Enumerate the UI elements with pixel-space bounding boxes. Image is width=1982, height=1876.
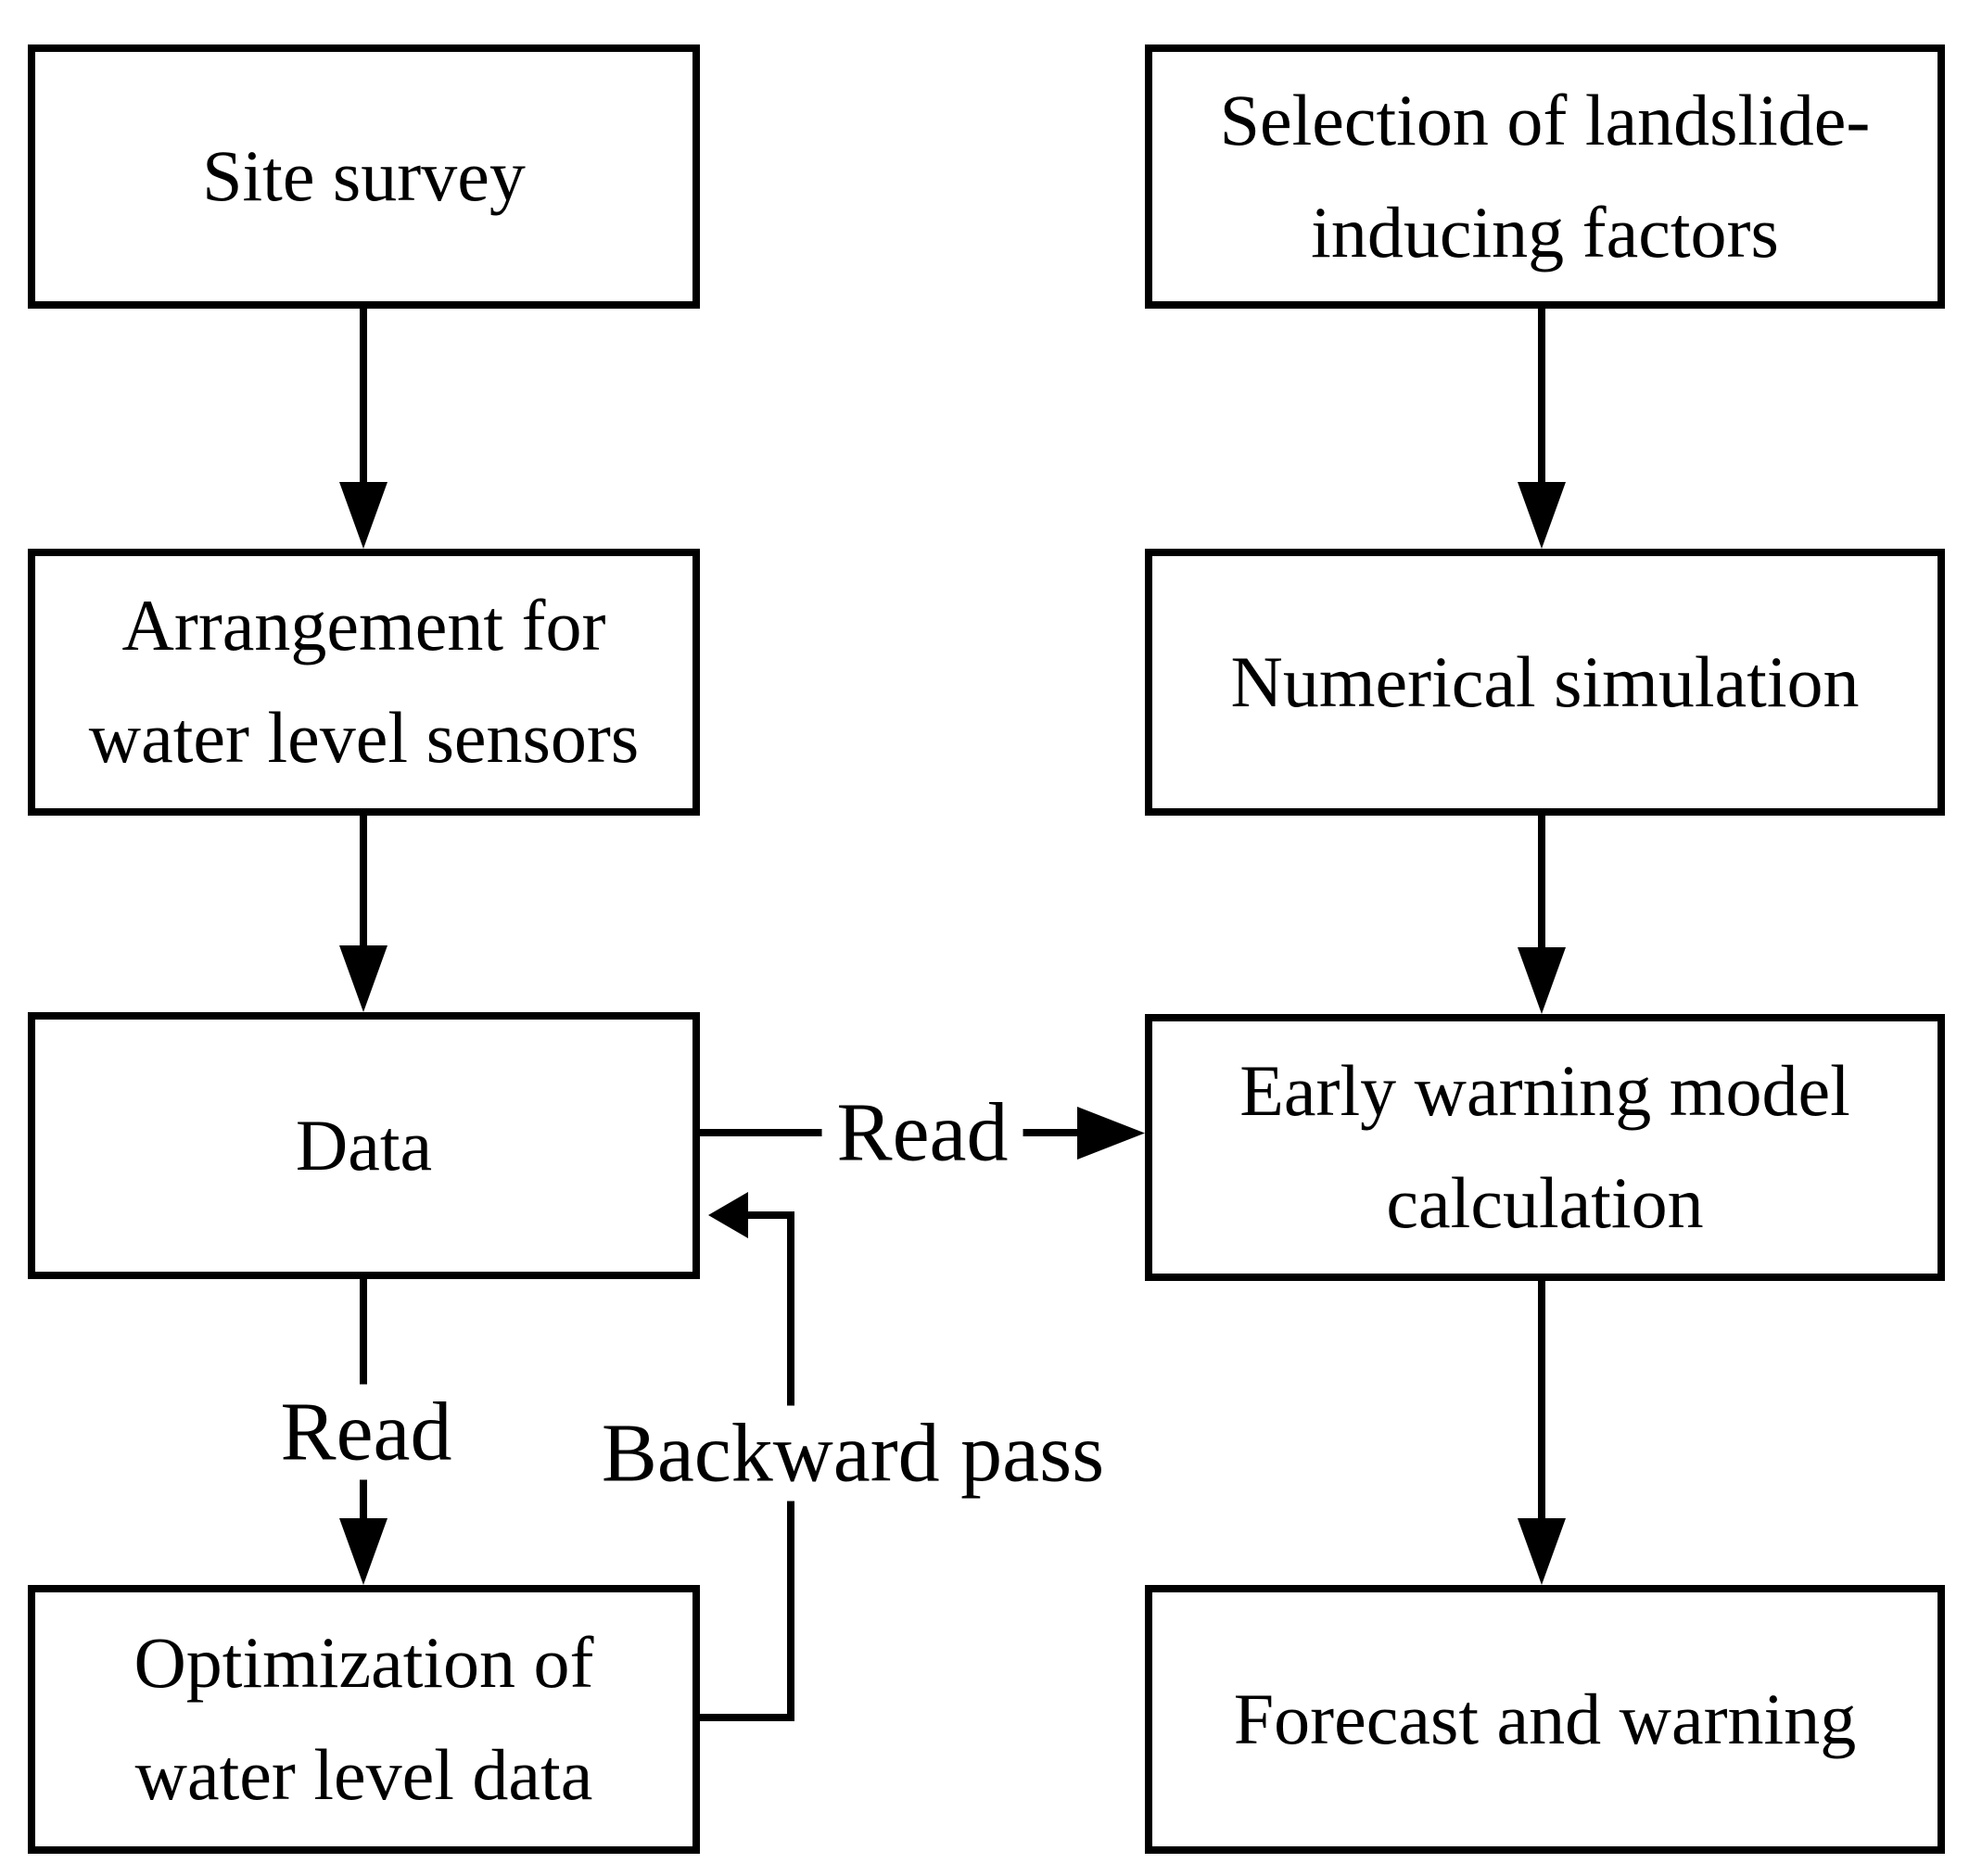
arrow-site-survey-to-arrangement [360, 309, 367, 482]
arrowhead-right-icon [1077, 1107, 1145, 1160]
backward-pass-top-segment [742, 1211, 794, 1219]
box-early-warning-model-calculation: Early warning model calculation [1145, 1014, 1945, 1281]
edge-label-backward-pass: Backward pass [586, 1405, 1120, 1502]
arrow-numerical-to-early-warning [1538, 816, 1545, 947]
box-site-survey: Site survey [28, 44, 700, 309]
arrowhead-down-icon [1518, 947, 1566, 1014]
arrowhead-down-icon [339, 482, 388, 549]
arrow-early-warning-to-forecast [1538, 1281, 1545, 1518]
arrowhead-left-icon [708, 1192, 748, 1238]
backward-pass-bottom-segment [700, 1714, 794, 1721]
arrowhead-down-icon [339, 945, 388, 1012]
arrow-arrangement-to-data [360, 816, 367, 945]
arrow-selection-to-numerical [1538, 309, 1545, 482]
box-forecast-and-warning: Forecast and warning [1145, 1585, 1945, 1854]
box-optimization-water-level-data: Optimization of water level data [28, 1585, 700, 1854]
arrowhead-down-icon [1518, 1518, 1566, 1585]
box-data: Data [28, 1012, 700, 1279]
box-numerical-simulation: Numerical simulation [1145, 549, 1945, 816]
edge-label-read-horizontal: Read [821, 1084, 1023, 1181]
box-selection-landslide-factors: Selection of landslide- inducing factors [1145, 44, 1945, 309]
box-arrangement-water-level-sensors: Arrangement for water level sensors [28, 549, 700, 816]
arrowhead-down-icon [339, 1518, 388, 1585]
arrowhead-down-icon [1518, 482, 1566, 549]
edge-label-read-vertical: Read [265, 1384, 467, 1480]
